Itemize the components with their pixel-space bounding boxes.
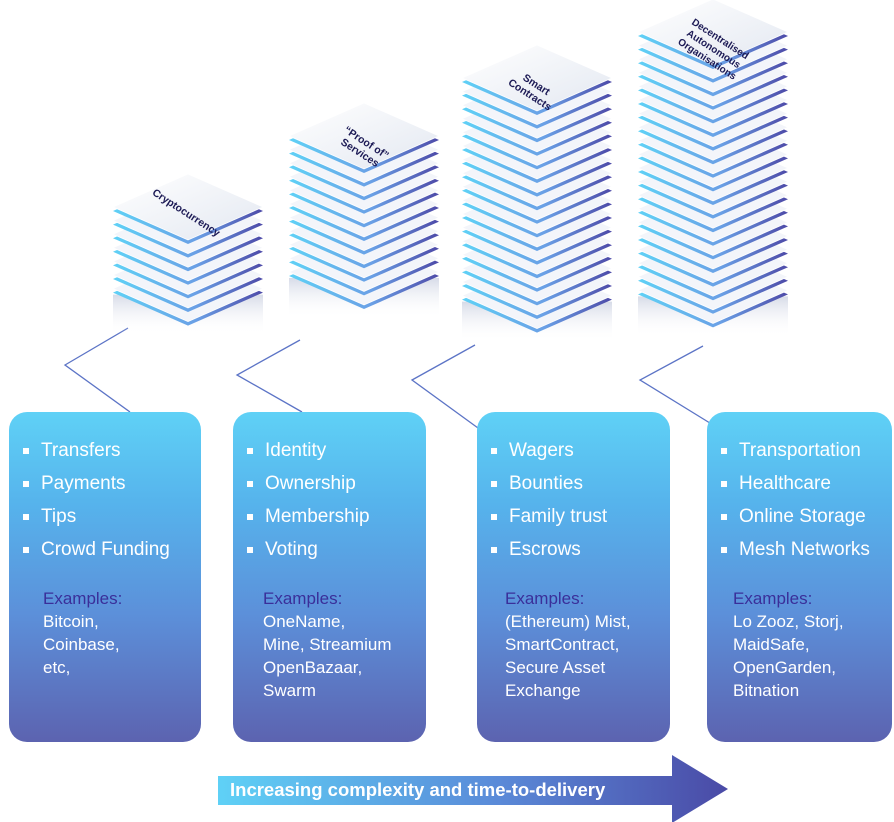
bullet-item: Membership (245, 500, 418, 533)
example-item: Lo Zooz, Storj, (733, 612, 844, 631)
square-bullet-icon (491, 514, 497, 520)
stack-proof-of-services (288, 102, 440, 318)
stack-cryptocurrency (112, 173, 264, 335)
bullet-item: Family trust (489, 500, 662, 533)
card-cryptocurrency: Transfers Payments Tips Crowd Funding Ex… (9, 412, 201, 742)
example-item: Bitcoin, (43, 612, 99, 631)
connector-line-3 (410, 344, 479, 429)
example-item: etc, (43, 658, 71, 677)
square-bullet-icon (247, 547, 253, 553)
stack-smart-contracts (461, 44, 613, 342)
complexity-arrow-label: Increasing complexity and time-to-delive… (230, 779, 606, 800)
examples-title: Examples: (43, 589, 123, 608)
stack-top-face (112, 173, 264, 241)
example-item: Coinbase, (43, 635, 120, 654)
stack-top-face (637, 0, 789, 66)
bullet-list: Transfers Payments Tips Crowd Funding (21, 434, 193, 566)
bullet-item: Bounties (489, 467, 662, 500)
bullet-item: Ownership (245, 467, 418, 500)
stack-daos (637, 0, 789, 337)
example-item: MaidSafe, (733, 635, 810, 654)
connector-line-1 (63, 327, 131, 413)
example-item: SmartContract, (505, 635, 620, 654)
connector-line-4 (638, 345, 719, 429)
square-bullet-icon (247, 481, 253, 487)
card-smart-contracts: Wagers Bounties Family trust Escrows Exa… (477, 412, 670, 742)
examples-title: Examples: (505, 589, 585, 608)
examples-block: Examples: (Ethereum) Mist, SmartContract… (505, 588, 662, 702)
example-item: Swarm (263, 681, 316, 700)
stack-top-face (461, 44, 613, 112)
card-proof-of-services: Identity Ownership Membership Voting Exa… (233, 412, 426, 742)
bullet-item: Tips (21, 500, 193, 533)
card-daos: Transportation Healthcare Online Storage… (707, 412, 892, 742)
example-item: (Ethereum) Mist, (505, 612, 631, 631)
bullet-item: Voting (245, 533, 418, 566)
square-bullet-icon (247, 448, 253, 454)
square-bullet-icon (721, 448, 727, 454)
example-item: OneName, (263, 612, 346, 631)
example-item: Mine, Streamium (263, 635, 392, 654)
bullet-item: Wagers (489, 434, 662, 467)
square-bullet-icon (491, 481, 497, 487)
stack-top-face (288, 102, 440, 170)
bullet-list: Wagers Bounties Family trust Escrows (489, 434, 662, 566)
examples-block: Examples: Lo Zooz, Storj, MaidSafe, Open… (733, 588, 884, 702)
examples-title: Examples: (263, 589, 343, 608)
bullet-item: Escrows (489, 533, 662, 566)
square-bullet-icon (23, 547, 29, 553)
bullet-item: Payments (21, 467, 193, 500)
bullet-list: Identity Ownership Membership Voting (245, 434, 418, 566)
square-bullet-icon (23, 481, 29, 487)
example-item: Bitnation (733, 681, 800, 700)
square-bullet-icon (491, 547, 497, 553)
square-bullet-icon (721, 481, 727, 487)
bullet-item: Transportation (719, 434, 884, 467)
bullet-item: Healthcare (719, 467, 884, 500)
example-item: OpenGarden, (733, 658, 837, 677)
examples-block: Examples: OneName, Mine, Streamium OpenB… (263, 588, 418, 702)
bullet-item: Identity (245, 434, 418, 467)
example-item: Secure Asset (505, 658, 606, 677)
square-bullet-icon (721, 514, 727, 520)
example-item: Exchange (505, 681, 581, 700)
bullet-item: Transfers (21, 434, 193, 467)
square-bullet-icon (23, 514, 29, 520)
bullet-item: Online Storage (719, 500, 884, 533)
examples-block: Examples: Bitcoin, Coinbase, etc, (43, 588, 193, 679)
square-bullet-icon (247, 514, 253, 520)
examples-title: Examples: (733, 589, 813, 608)
square-bullet-icon (721, 547, 727, 553)
square-bullet-icon (23, 448, 29, 454)
bullet-item: Mesh Networks (719, 533, 884, 566)
example-item: OpenBazaar, (263, 658, 363, 677)
bullet-item: Crowd Funding (21, 533, 193, 566)
square-bullet-icon (491, 448, 497, 454)
complexity-arrow (218, 755, 728, 822)
connector-line-2 (235, 339, 303, 413)
bullet-list: Transportation Healthcare Online Storage… (719, 434, 884, 566)
